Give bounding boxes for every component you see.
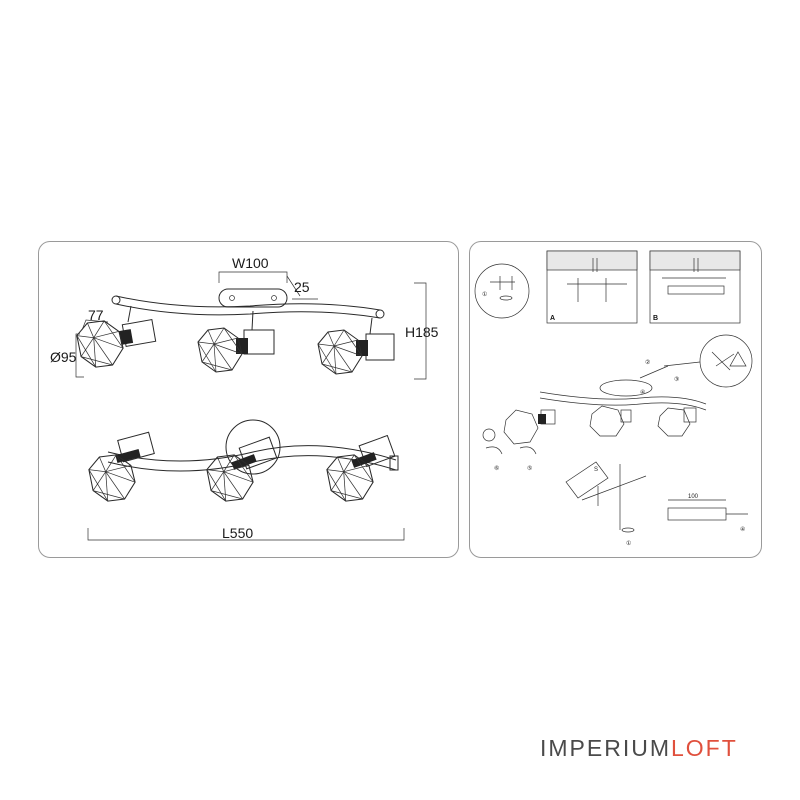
brand-part-loft: LOFT	[671, 735, 738, 761]
dimension-lines: W100 25 H185 77 Ø95	[50, 255, 439, 380]
spotlight-3	[317, 317, 395, 375]
ceiling-box-b: B	[649, 250, 741, 324]
box-a-label: A	[550, 315, 555, 322]
fixture-assembly	[503, 379, 707, 445]
step-5-label: ⑤	[527, 465, 532, 472]
drill-step: ①	[474, 263, 530, 319]
ceiling-canopy	[218, 288, 288, 308]
front-view	[88, 419, 399, 502]
length-dimension: L550	[222, 525, 253, 541]
dimensions-panel	[38, 241, 459, 558]
spotlight-2	[197, 310, 275, 373]
bracket-label: 100	[688, 494, 699, 500]
ceiling-box-a: A	[546, 250, 638, 324]
brand-logo: IMPERIUMLOFT	[540, 735, 738, 762]
mounting-bar	[115, 295, 381, 311]
lamp-steps: ⑥ ⑤	[482, 428, 537, 472]
height-dimension: H185	[405, 324, 439, 340]
step-2-label: ②	[645, 359, 650, 366]
width-dimension: W100	[232, 255, 269, 271]
brand-part-imperium: IMPERIUM	[540, 735, 671, 761]
step-6-label: ⑥	[494, 465, 499, 472]
step-4-label: ④	[640, 389, 645, 396]
mounting-hardware: S ① 100 ④	[565, 461, 748, 547]
step-3-label: ③	[674, 376, 679, 383]
box-b-label: B	[653, 315, 658, 322]
spotlight-1	[76, 305, 157, 368]
offset-dimension: 25	[294, 279, 310, 295]
step-4-bottom-label: ④	[740, 526, 745, 533]
depth-dimension: 77	[88, 307, 104, 323]
screw-label: S	[594, 467, 598, 473]
step-1-label: ①	[482, 291, 487, 298]
step-1-bottom-label: ①	[626, 540, 631, 547]
diameter-dimension: Ø95	[50, 349, 77, 365]
top-view	[76, 288, 395, 375]
wiring-detail: ② ③ ④	[639, 334, 753, 396]
